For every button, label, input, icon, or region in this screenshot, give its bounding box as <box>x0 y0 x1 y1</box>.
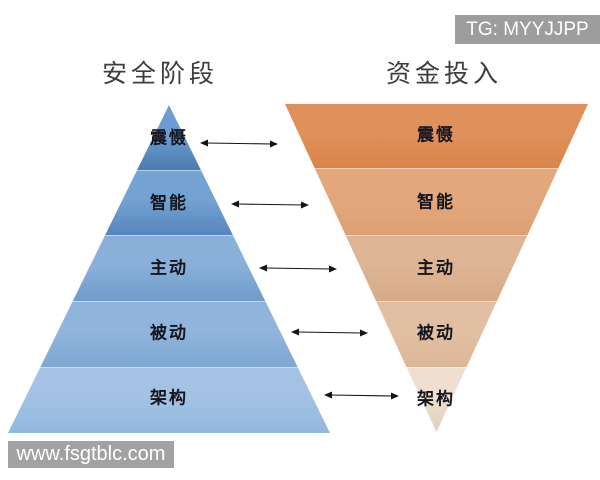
arrowhead-right-icon <box>360 329 368 337</box>
arrowhead-left-icon <box>231 200 239 208</box>
level-arrow-1 <box>200 139 278 148</box>
arrowhead-right-icon <box>270 140 278 148</box>
left-pyramid-label-1: 震慑 <box>150 128 188 148</box>
tg-badge-text: TG: MYYJJPP <box>466 19 589 40</box>
level-arrow-2 <box>231 200 309 209</box>
left-pyramid-label-2: 智能 <box>150 193 188 213</box>
watermark-badge: www.fsgtblc.com <box>8 441 174 468</box>
watermark-text: www.fsgtblc.com <box>16 443 166 465</box>
tg-contact-badge: TG: MYYJJPP <box>455 15 600 44</box>
level-arrow-3 <box>259 264 337 273</box>
arrowhead-left-icon <box>324 391 332 399</box>
right-pyramid-label-5: 架构 <box>417 389 455 409</box>
right-pyramid-title: 资金投入 <box>385 60 503 88</box>
arrowhead-right-icon <box>301 201 309 209</box>
right-pyramid-label-4: 被动 <box>417 323 455 343</box>
right-pyramid-band-1 <box>285 104 588 168</box>
arrowhead-left-icon <box>259 264 267 272</box>
left-pyramid-label-5: 架构 <box>150 388 188 408</box>
arrowhead-right-icon <box>329 265 337 273</box>
left-pyramid-band-5 <box>8 367 330 433</box>
level-arrow-5 <box>324 391 399 400</box>
arrowhead-right-icon <box>391 392 399 400</box>
level-arrow-4 <box>291 328 368 337</box>
right-pyramid-label-1: 震慑 <box>417 125 455 145</box>
right-pyramid-label-2: 智能 <box>417 192 455 212</box>
arrowhead-left-icon <box>200 139 208 147</box>
left-pyramid-label-4: 被动 <box>150 323 188 343</box>
arrowhead-left-icon <box>291 328 299 336</box>
left-pyramid-title: 安全阶段 <box>101 60 219 88</box>
right-pyramid-label-3: 主动 <box>417 258 455 278</box>
left-pyramid-label-3: 主动 <box>150 258 188 278</box>
